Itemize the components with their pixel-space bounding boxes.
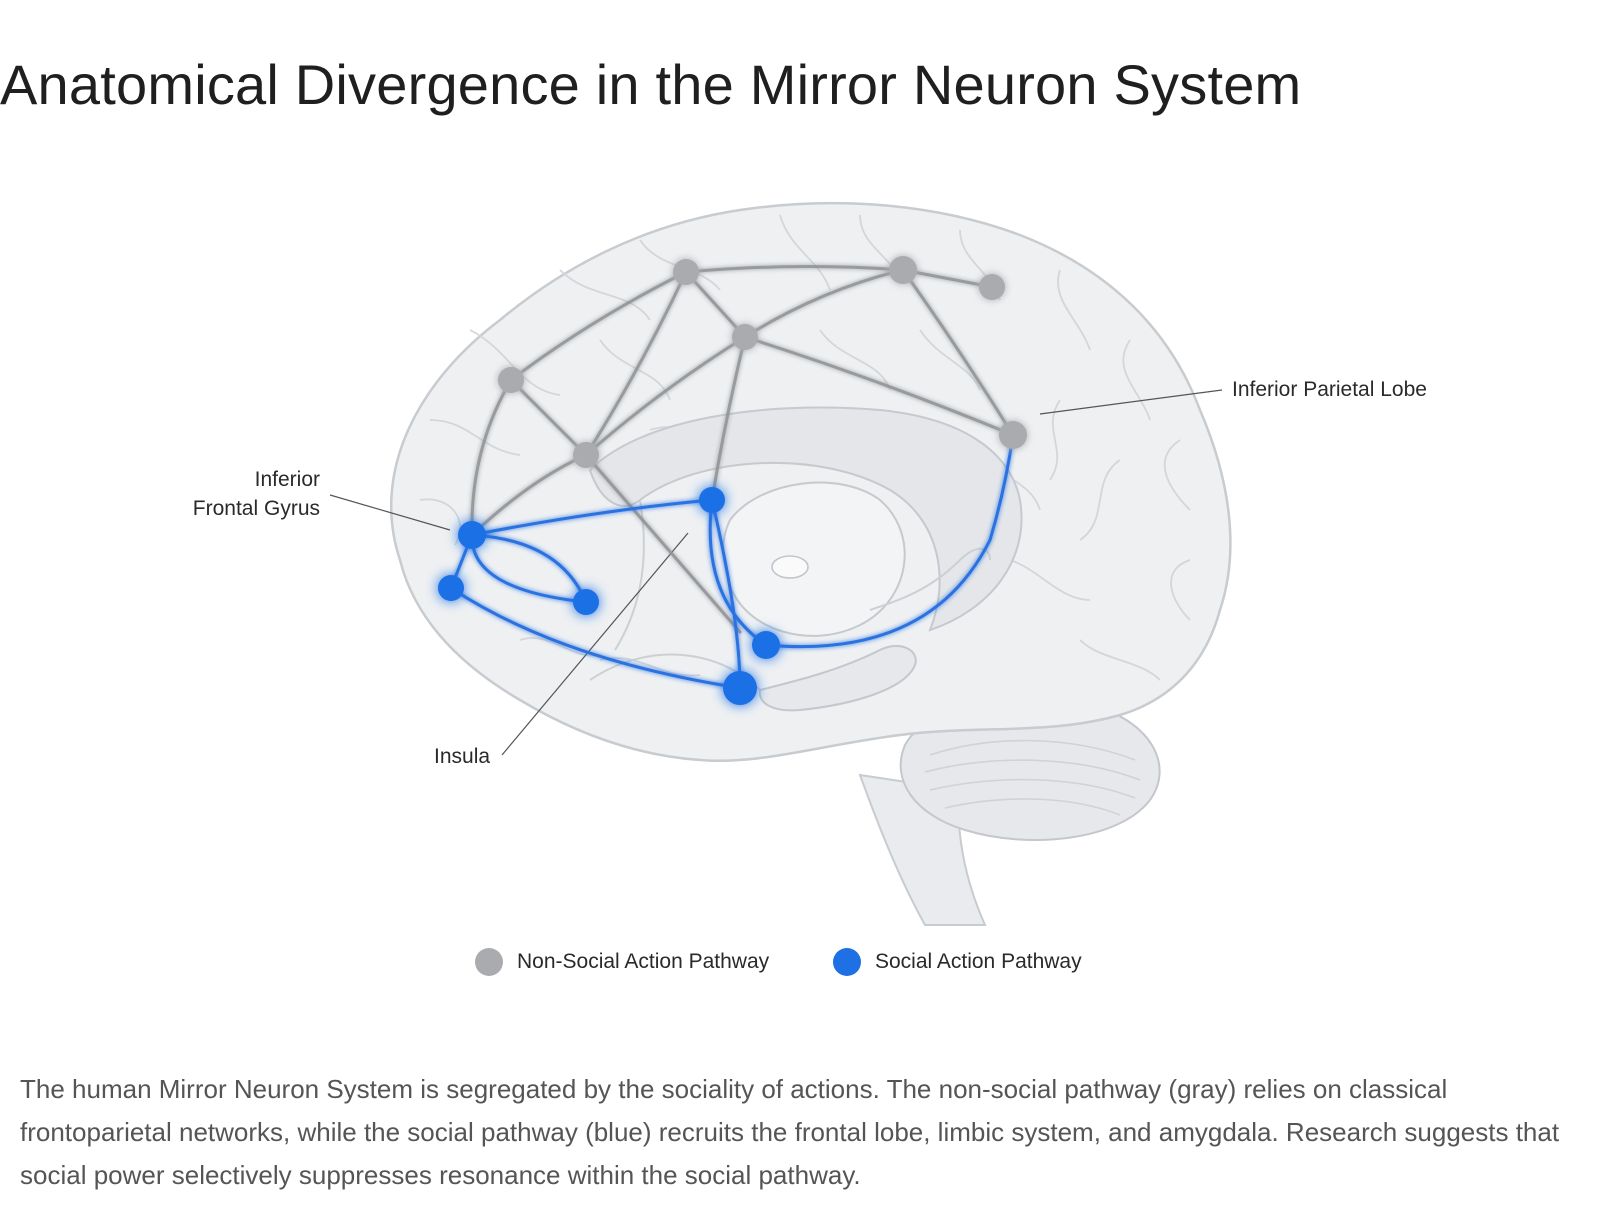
legend-gray-dot-icon bbox=[475, 948, 503, 976]
corpus-callosum bbox=[588, 406, 1023, 632]
brain-diagram bbox=[329, 201, 1232, 926]
thalamus-region bbox=[722, 481, 906, 637]
page-title: Anatomical Divergence in the Mirror Neur… bbox=[0, 53, 1302, 116]
non-social-pathway-node bbox=[573, 442, 599, 468]
legend-non-social: Non-Social Action Pathway bbox=[475, 948, 769, 976]
label-inferior-frontal-gyrus: Inferior Frontal Gyrus bbox=[184, 465, 320, 523]
non-social-pathway-node bbox=[673, 259, 699, 285]
legend-blue-dot-icon bbox=[833, 948, 861, 976]
non-social-pathway-node bbox=[889, 256, 917, 284]
hippocampus bbox=[758, 645, 917, 712]
social-pathway-node bbox=[573, 589, 599, 615]
label-inferior-parietal-lobe: Inferior Parietal Lobe bbox=[1232, 378, 1427, 401]
thalamus-core bbox=[771, 555, 809, 579]
non-social-pathway-node bbox=[732, 324, 758, 350]
non-social-pathway-edges bbox=[470, 264, 1015, 634]
leader-line-inferior-parietal-lobe bbox=[1039, 389, 1223, 415]
leader-line-inferior-frontal-gyrus bbox=[329, 494, 451, 531]
legend-non-social-label: Non-Social Action Pathway bbox=[517, 950, 770, 973]
label-inferior-frontal-gyrus-line1: Inferior bbox=[254, 468, 320, 491]
social-pathway-node bbox=[723, 671, 757, 705]
non-social-pathway-node bbox=[979, 274, 1005, 300]
social-pathway-node bbox=[752, 631, 780, 659]
label-inferior-frontal-gyrus-line2: Frontal Gyrus bbox=[192, 497, 320, 520]
social-pathway-nodes bbox=[438, 487, 780, 705]
social-pathway-node bbox=[699, 487, 725, 513]
non-social-pathway-node bbox=[999, 421, 1027, 449]
legend-social-label: Social Action Pathway bbox=[875, 950, 1082, 973]
non-social-pathway-nodes bbox=[498, 256, 1027, 468]
legend-social: Social Action Pathway bbox=[833, 948, 1082, 976]
social-pathway-node bbox=[438, 575, 464, 601]
label-insula: Insula bbox=[434, 745, 491, 768]
non-social-pathway-node bbox=[498, 367, 524, 393]
social-pathway-node bbox=[458, 521, 486, 549]
figure-caption: The human Mirror Neuron System is segreg… bbox=[20, 1074, 1560, 1190]
leader-line-insula bbox=[501, 532, 689, 756]
